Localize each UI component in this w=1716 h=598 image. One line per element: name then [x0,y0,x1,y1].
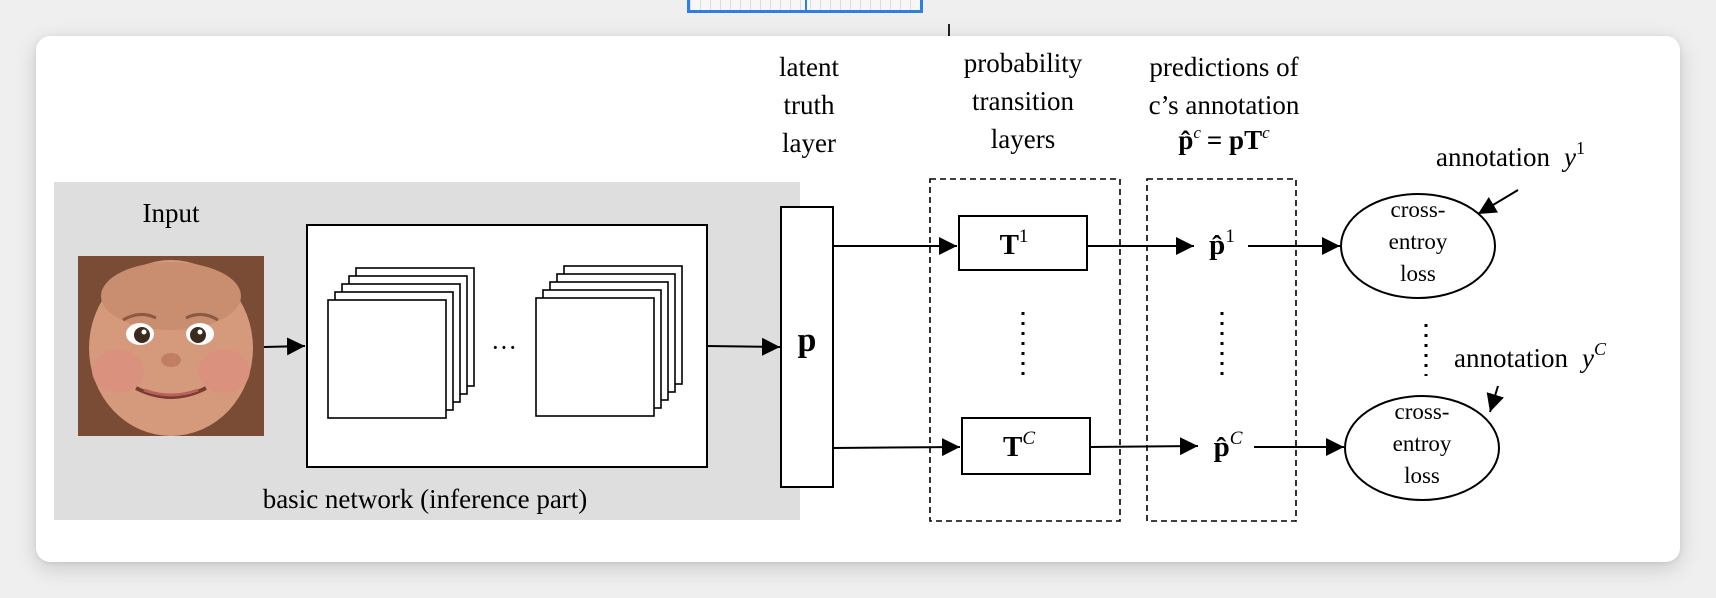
prediction-top-symbol: p̂1 [1209,226,1235,261]
arrow-input-to-network [263,337,306,356]
prediction-bottom-symbol: p̂C [1214,428,1243,463]
loss-top-line-2: entroy [1389,229,1448,254]
predictions-region [1146,178,1297,522]
loss-ellipse-top [1340,193,1496,299]
basic-network-label: basic network (inference part) [263,484,588,514]
loss-bottom-line-3: loss [1404,463,1440,488]
loss-top-line-3: loss [1400,261,1436,286]
predictions-label-1: predictions of [1149,52,1298,82]
latent-p-symbol: p [798,322,817,359]
arrow-network-to-latent [706,337,781,356]
top-thumbnail-strip[interactable] [687,0,923,13]
latent-truth-box [780,206,834,488]
ellipsis-middle: ··· [491,333,517,362]
input-label: Input [143,198,200,228]
transition-top-symbol: T1 [1000,226,1029,261]
transition-label-1: probability [964,48,1083,78]
diagram-svg: Input ··· basic network (inference part)… [54,48,1607,522]
arrow-latent-to-tc [832,438,961,457]
arrow-annotation-top [1477,189,1519,215]
diagram-card: Input ··· basic network (inference part)… [36,36,1680,562]
predictions-label-2: c’s annotation [1149,90,1300,120]
loss-bottom-line-2: entroy [1393,431,1452,456]
transition-layers-region [929,178,1121,522]
feature-map-stack-right [535,265,683,417]
latent-label-1: latent [779,52,839,82]
thumbnail-divider [805,0,807,10]
transition-label-2: transition [972,86,1074,116]
loss-bottom-line-1: cross- [1395,399,1450,424]
predictions-formula: p̂c= pTc [1178,123,1270,155]
transition-label-3: layers [991,124,1055,154]
loss-top-line-1: cross- [1391,197,1446,222]
transition-bottom-symbol: TC [1003,428,1035,463]
baby-photo [78,256,264,436]
loss-ellipse-bottom [1344,395,1500,501]
arrow-annotation-bottom [1486,385,1504,413]
latent-label-3: layer [782,128,836,158]
feature-map-stack-left [327,267,475,419]
arrow-tc-to-phatc [1089,437,1199,456]
transition-top-box [958,215,1088,271]
latent-label-2: truth [784,90,835,120]
